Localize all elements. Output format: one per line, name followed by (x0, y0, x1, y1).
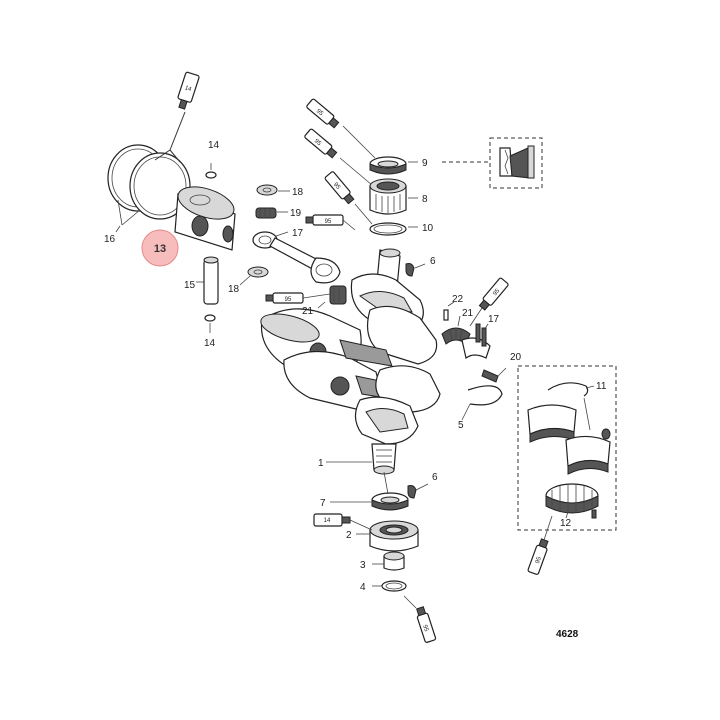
tube-95-rod-lower: 95 (265, 292, 304, 304)
callout-17-right: 17 (488, 314, 500, 325)
callout-16: 16 (104, 234, 116, 245)
callout-17-left: 17 (292, 228, 304, 239)
seal-detail-inset (442, 137, 543, 189)
tube-95-bottom: 95 (416, 606, 437, 643)
piston (174, 186, 236, 251)
callout-21-right: 21 (462, 308, 474, 319)
piston-assembly: 14 (107, 71, 236, 333)
piston-ring-lower (129, 152, 191, 220)
needle-bearing-lower (329, 285, 347, 305)
tube-95-top-2-label: 95 (313, 138, 322, 147)
callout-1: 1 (318, 458, 324, 469)
tube-95-top-3-label: 95 (332, 182, 341, 191)
tube-95-top-3: 95 (324, 171, 355, 205)
tube-14-top-label: 14 (184, 85, 193, 93)
callout-13: 13 (154, 243, 166, 255)
callout-7: 7 (320, 498, 326, 509)
bearing-sleeve (383, 551, 405, 571)
callout-9: 9 (422, 158, 428, 169)
oil-seal-bottom (371, 492, 409, 511)
retaining-ring-upper (205, 171, 217, 179)
tube-14-bottom-label: 14 (324, 518, 331, 524)
callout-22: 22 (452, 294, 464, 305)
callout-20: 20 (510, 352, 522, 363)
upper-bearing-stack: 95 95 95 (304, 98, 418, 236)
tube-95-rod-upper: 95 (305, 214, 344, 226)
tube-95-rod-upper-label: 95 (325, 219, 332, 225)
woodruff-key-bottom (407, 485, 417, 499)
center-bearing-inset: 95 (517, 365, 617, 575)
tube-14-top: 14 (177, 71, 200, 110)
oil-seal-top (369, 156, 407, 175)
callout-6-top: 6 (430, 256, 436, 267)
highlight-circle (141, 229, 179, 267)
callout-15: 15 (184, 280, 196, 291)
needle-cage (545, 483, 599, 519)
roller-bearing-top (369, 178, 407, 215)
highlighted-callout-13: 13 (141, 229, 179, 267)
retaining-ring-middle (467, 385, 503, 406)
callout-11: 11 (596, 381, 607, 392)
callout-6-bottom: 6 (432, 472, 438, 483)
callout-5: 5 (458, 420, 464, 431)
callout-18-top: 18 (292, 187, 304, 198)
tube-95-top-1-label: 95 (315, 108, 324, 117)
ball-bearing-bottom (369, 520, 419, 552)
right-middle-parts: 95 (441, 277, 509, 421)
cap-screw (481, 369, 499, 383)
rod-cap-right (461, 323, 491, 360)
callout-4: 4 (360, 582, 366, 593)
callout-labels: 9 8 10 14 18 19 17 16 15 18 14 21 6 22 2… (104, 140, 607, 593)
retaining-ring-lower (204, 314, 216, 322)
callout-21-left: 21 (302, 306, 314, 317)
callout-14-bottom: 14 (204, 338, 216, 349)
tube-14-bottom: 14 (313, 513, 351, 527)
needle-bearing-upper (255, 207, 277, 219)
tube-95-bottom-label: 95 (421, 624, 429, 633)
callout-2: 2 (346, 530, 352, 541)
connecting-rod (252, 231, 341, 284)
callout-10: 10 (422, 223, 434, 234)
thrust-washer-bottom (247, 266, 269, 278)
crankshaft (260, 248, 441, 475)
tube-95-inset-label: 95 (535, 556, 543, 565)
woodruff-key-top (405, 263, 415, 277)
wrist-pin (203, 256, 219, 305)
tube-95-top-2: 95 (304, 128, 338, 159)
thrust-washer-top (256, 184, 278, 196)
dowel-pin (443, 309, 449, 321)
tube-95-rod-lower-label: 95 (285, 297, 292, 303)
callout-14-top: 14 (208, 140, 220, 151)
lower-bearing-stack: 14 95 (313, 471, 437, 643)
callout-18-bottom: 18 (228, 284, 240, 295)
callout-3: 3 (360, 560, 366, 571)
callout-12: 12 (560, 518, 572, 529)
tube-95-inset: 95 (527, 538, 549, 575)
connecting-rod-assembly: 95 95 (239, 184, 356, 309)
tube-95-top-1: 95 (306, 98, 340, 129)
callout-8: 8 (422, 194, 428, 205)
tube-95-right: 95 (478, 277, 509, 311)
callout-19: 19 (290, 208, 302, 219)
tube-95-right-label: 95 (492, 288, 501, 297)
figure-number: 4628 (556, 629, 579, 640)
